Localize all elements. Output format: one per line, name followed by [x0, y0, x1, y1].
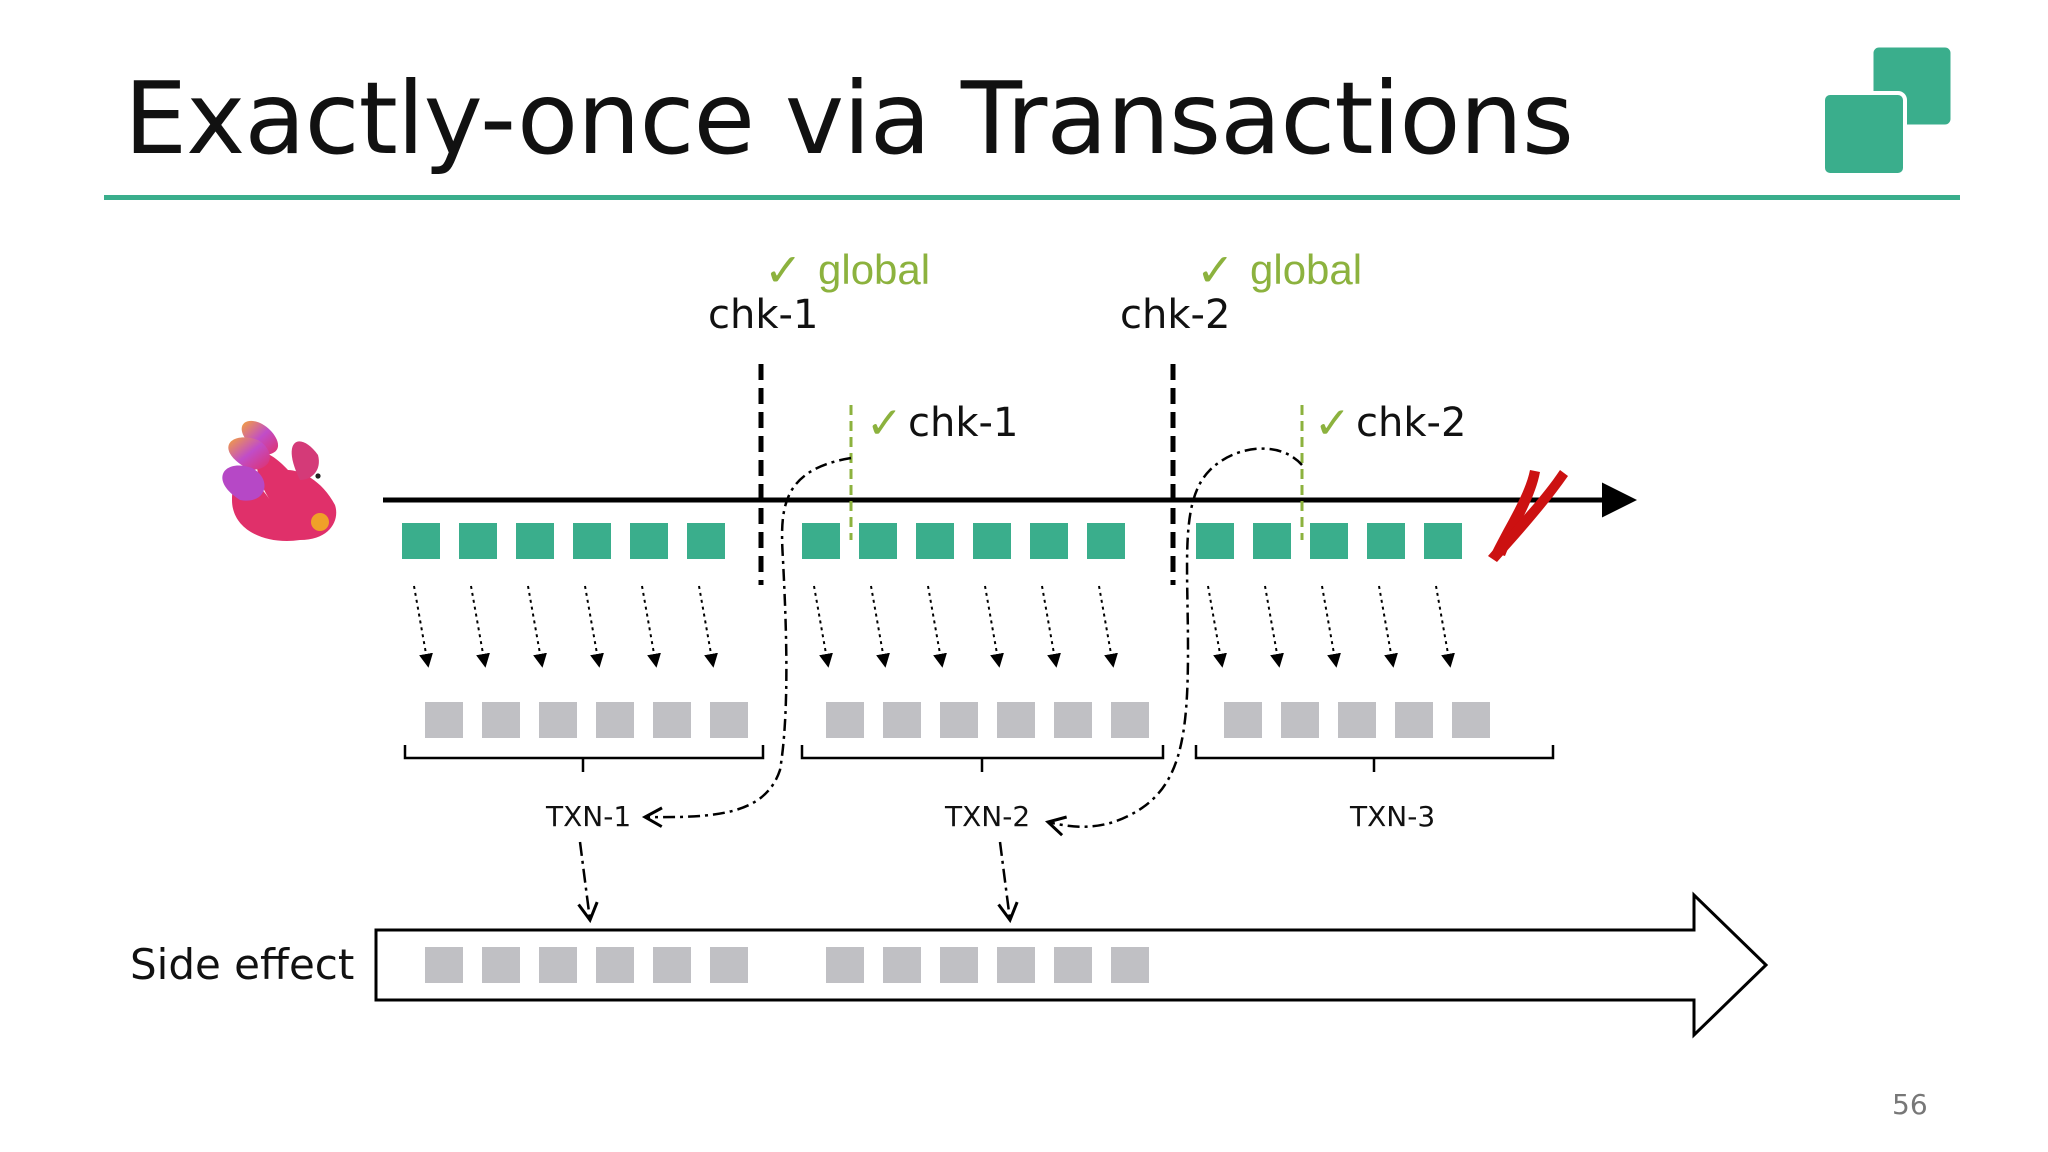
side-effect-records: [425, 947, 1149, 983]
side-effect-label: Side effect: [130, 940, 355, 989]
source-record: [687, 523, 725, 559]
commit-callback-2: [1045, 447, 1303, 837]
sink-record: [1395, 702, 1433, 738]
record-flow-arrow: [984, 585, 1004, 668]
source-record: [1253, 523, 1291, 559]
sink-record: [653, 702, 691, 738]
record-flow-arrow: [1264, 585, 1284, 668]
side-effect-record: [1111, 947, 1149, 983]
sink-record: [1111, 702, 1149, 738]
side-effect-record: [653, 947, 691, 983]
sink-record: [1452, 702, 1490, 738]
flink-squirrel-icon: [222, 420, 337, 541]
side-effect-record: [539, 947, 577, 983]
sink-record: [482, 702, 520, 738]
sink-record: [596, 702, 634, 738]
record-flow-arrow: [1098, 585, 1118, 668]
source-record: [802, 523, 840, 559]
record-flow-arrows: [413, 585, 1455, 668]
source-record: [973, 523, 1011, 559]
side-effect-record: [997, 947, 1035, 983]
side-effect-record: [482, 947, 520, 983]
sink-record: [1281, 702, 1319, 738]
checkpoint-2-label: chk-2: [1120, 292, 1230, 338]
source-record: [916, 523, 954, 559]
sink-record: [883, 702, 921, 738]
side-effect-record: [425, 947, 463, 983]
source-record: [630, 523, 668, 559]
source-record: [1310, 523, 1348, 559]
record-flow-arrow: [870, 585, 890, 668]
logo-squares-icon: [1821, 44, 1954, 177]
record-flow-arrow: [698, 585, 718, 668]
record-flow-arrow: [527, 585, 547, 668]
record-flow-arrow: [641, 585, 661, 668]
checkpoint-1-label: chk-1: [708, 292, 818, 338]
slide-title: Exactly-once via Transactions: [124, 60, 1574, 177]
side-effect-record: [883, 947, 921, 983]
side-effect-record: [940, 947, 978, 983]
side-effect-record: [596, 947, 634, 983]
source-record: [859, 523, 897, 559]
sink-record: [425, 702, 463, 738]
source-record: [402, 523, 440, 559]
ack-label-1: chk-1: [908, 400, 1018, 446]
commit-arrow-2: [997, 841, 1019, 924]
sink-record: [710, 702, 748, 738]
source-record: [459, 523, 497, 559]
sink-records: [425, 702, 1490, 738]
global-check-icon: ✓: [764, 243, 803, 297]
sink-record: [1224, 702, 1262, 738]
commit-arrow-1: [577, 841, 599, 924]
record-flow-arrow: [1435, 585, 1455, 668]
source-record: [573, 523, 611, 559]
sink-record: [539, 702, 577, 738]
sink-record: [1054, 702, 1092, 738]
global-check-icon: ✓: [1196, 243, 1235, 297]
side-effect-record: [710, 947, 748, 983]
global-commit-label-2: global: [1250, 246, 1362, 293]
title-underline: [104, 195, 1960, 200]
source-record: [1087, 523, 1125, 559]
side-effect-record: [826, 947, 864, 983]
record-flow-arrow: [413, 585, 433, 668]
sink-record: [997, 702, 1035, 738]
page-number: 56: [1892, 1088, 1928, 1121]
transaction-label-3: TXN-3: [1349, 800, 1435, 833]
record-flow-arrow: [1321, 585, 1341, 668]
side-effect-record: [1054, 947, 1092, 983]
sink-record: [1338, 702, 1376, 738]
source-record: [1030, 523, 1068, 559]
source-record: [1424, 523, 1462, 559]
transaction-brace-2: [800, 745, 1165, 772]
record-flow-arrow: [1378, 585, 1398, 668]
source-records: [402, 523, 1462, 559]
sink-record: [940, 702, 978, 738]
transaction-brace-3: [1194, 745, 1555, 772]
record-flow-arrow: [584, 585, 604, 668]
source-record: [516, 523, 554, 559]
source-record: [1196, 523, 1234, 559]
record-flow-arrow: [1207, 585, 1227, 668]
sink-record: [826, 702, 864, 738]
ack-check-icon: ✓: [1314, 398, 1351, 449]
record-flow-arrow: [813, 585, 833, 668]
failure-x-icon: [1488, 470, 1568, 562]
transaction-label-1: TXN-1: [545, 800, 631, 833]
record-flow-arrow: [1041, 585, 1061, 668]
record-flow-arrow: [927, 585, 947, 668]
record-flow-arrow: [470, 585, 490, 668]
transaction-brace-1: [403, 745, 765, 772]
source-record: [1367, 523, 1405, 559]
ack-label-2: chk-2: [1356, 400, 1466, 446]
ack-check-icon: ✓: [866, 398, 903, 449]
global-commit-label-1: global: [818, 246, 930, 293]
commit-callback-1: [641, 456, 852, 828]
transaction-label-2: TXN-2: [944, 800, 1030, 833]
